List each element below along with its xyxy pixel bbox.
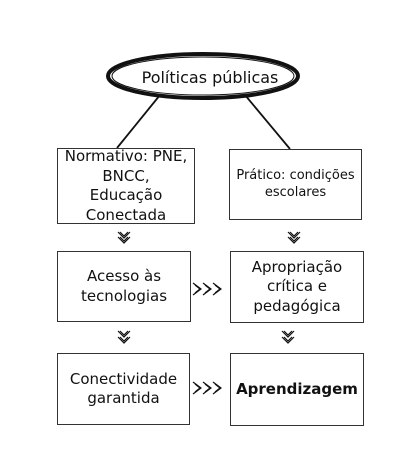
box-apropriacao-text: Apropriação crítica e pedagógica — [251, 257, 343, 315]
box-aprendizagem: Aprendizagem — [230, 353, 364, 426]
box-conectividade: Conectividade garantida — [57, 353, 190, 425]
arrow-pratico-apropriacao — [287, 231, 301, 244]
box-acesso-text: Acesso às tecnologias — [80, 267, 168, 305]
arrow-acesso-apropriacao — [192, 282, 222, 296]
box-normativo-text: Normativo: PNE, BNCC, Educação Conectada — [64, 147, 188, 224]
box-normativo: Normativo: PNE, BNCC, Educação Conectada — [57, 147, 195, 224]
root-ellipse — [106, 52, 300, 100]
arrow-normativo-acesso — [117, 231, 131, 244]
box-conectividade-text: Conectividade garantida — [69, 369, 178, 408]
box-pratico: Prático: condições escolares — [229, 149, 362, 220]
box-apropriacao: Apropriação crítica e pedagógica — [230, 251, 364, 323]
arrow-conectividade-aprendizagem — [192, 381, 222, 395]
link-root-normativo — [116, 94, 161, 149]
arrow-acesso-conectividade — [117, 330, 131, 344]
link-root-pratico — [244, 94, 291, 150]
root-ellipse-inner — [111, 56, 295, 96]
box-acesso: Acesso às tecnologias — [57, 251, 191, 322]
box-pratico-text: Prático: condições escolares — [236, 167, 355, 200]
arrow-apropriacao-aprendizagem — [281, 330, 295, 344]
root-label: Políticas públicas — [141, 67, 279, 87]
box-aprendizagem-text: Aprendizagem — [236, 379, 358, 398]
